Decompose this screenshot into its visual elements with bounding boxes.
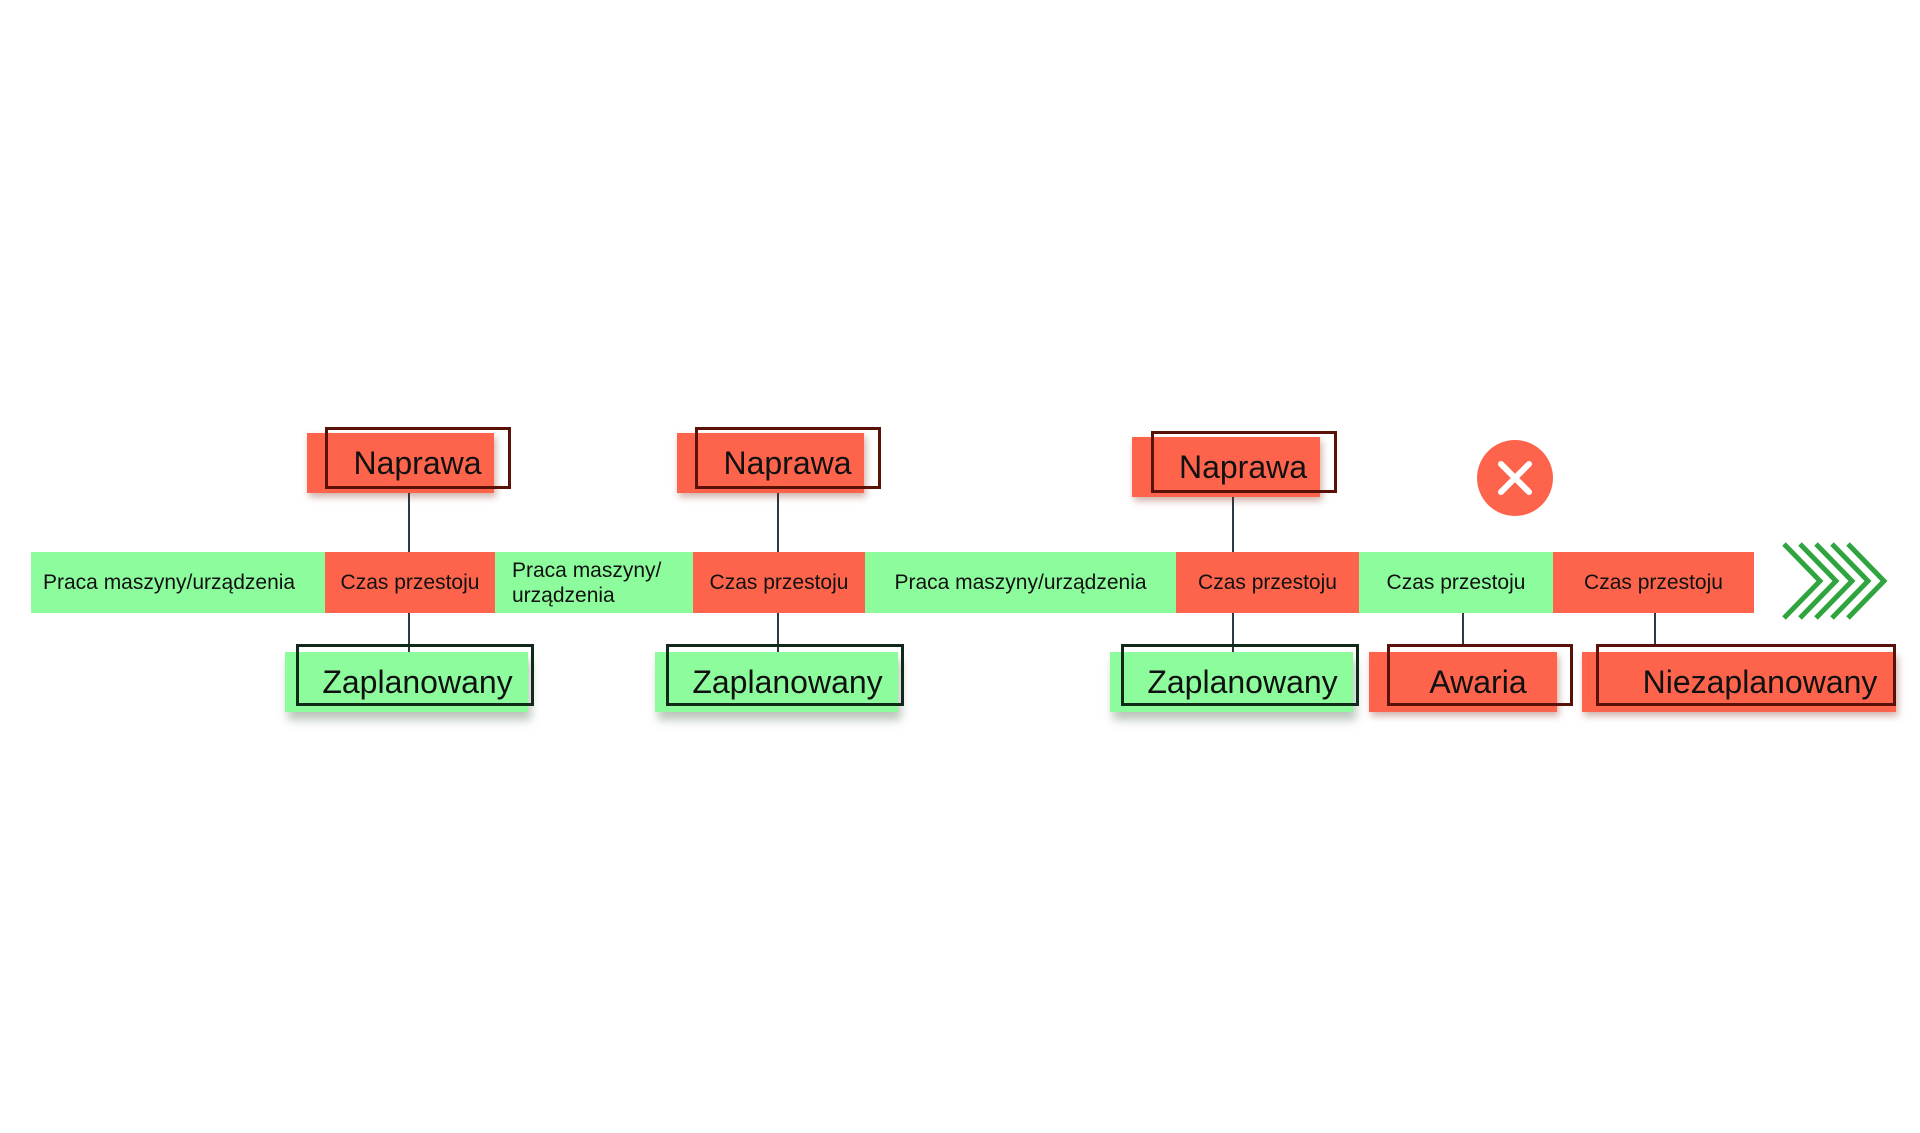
repair-tag-label: Naprawa (353, 444, 482, 481)
connector-line (408, 492, 410, 552)
segment-label: Czas przestoju (1198, 571, 1337, 594)
planned-tag: Zaplanowany (655, 644, 904, 712)
repair-tag: Naprawa (677, 427, 881, 493)
failure-tag: Awaria (1369, 644, 1573, 712)
repair-tag-label: Naprawa (723, 444, 852, 481)
timeline-segment-downtime: Czas przestoju (693, 552, 865, 613)
segment-label: Praca maszyny/urządzenia (894, 571, 1147, 594)
unplanned-tag: Niezaplanowany (1582, 644, 1896, 712)
close-circle-icon (1477, 440, 1553, 516)
connector-line (1654, 613, 1656, 647)
timeline-segment-downtime-running: Czas przestoju (1359, 552, 1553, 613)
segment-label: Czas przestoju (340, 571, 480, 594)
planned-tag: Zaplanowany (1110, 644, 1359, 712)
connector-line (1232, 496, 1234, 552)
segment-label: Czas przestoju (709, 571, 849, 594)
timeline-segment-running: Praca maszyny/urządzenia (865, 552, 1176, 613)
segment-label: Czas przestoju (1584, 571, 1723, 594)
connector-line (1232, 613, 1234, 652)
repair-tag-label: Naprawa (1178, 448, 1308, 485)
connector-line (777, 492, 779, 552)
repair-tag: Naprawa (307, 427, 511, 493)
timeline-segment-downtime: Czas przestoju (1553, 552, 1754, 613)
unplanned-tag-label: Niezaplanowany (1642, 663, 1878, 700)
chevrons-right-icon (1782, 542, 1888, 620)
segment-label: Praca maszyny/ urządzenia (512, 558, 662, 607)
segment-label: Czas przestoju (1386, 571, 1526, 594)
repair-tag: Naprawa (1132, 431, 1337, 497)
timeline-segment-running: Praca maszyny/ urządzenia (495, 552, 693, 613)
connector-line (408, 613, 410, 652)
connector-line (1462, 613, 1464, 647)
planned-tag: Zaplanowany (285, 644, 534, 712)
failure-tag-label: Awaria (1429, 663, 1527, 700)
connector-line (777, 613, 779, 652)
planned-tag-label: Zaplanowany (692, 663, 883, 700)
planned-tag-label: Zaplanowany (322, 663, 513, 700)
timeline-segment-running: Praca maszyny/urządzenia (31, 552, 325, 613)
timeline-segment-downtime: Czas przestoju (325, 552, 495, 613)
timeline-segment-downtime: Czas przestoju (1176, 552, 1359, 613)
planned-tag-label: Zaplanowany (1147, 663, 1338, 700)
segment-label: Praca maszyny/urządzenia (43, 571, 296, 594)
close-icon (1498, 461, 1532, 495)
